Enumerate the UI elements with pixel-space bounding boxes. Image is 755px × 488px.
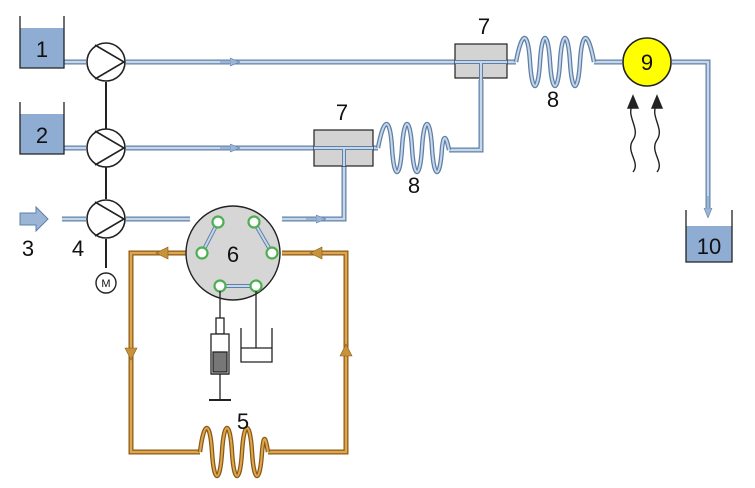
- radiation-arrows-icon: [626, 94, 664, 173]
- reservoir-2: 2: [19, 102, 65, 155]
- waste-container-10: 10: [685, 210, 733, 263]
- coil-8-mid-label: 8: [408, 173, 420, 198]
- inlet-arrow: [19, 205, 49, 233]
- sample-loop-5: [124, 246, 353, 478]
- pump-4-label: 4: [72, 236, 84, 261]
- reservoir-1: 1: [19, 16, 65, 69]
- detector-9-label: 9: [641, 50, 653, 75]
- mixer-7-top-label: 7: [478, 14, 490, 39]
- inlet-3-label: 3: [22, 236, 34, 261]
- reservoir-1-label: 1: [36, 37, 48, 62]
- detector-9: 9: [622, 37, 672, 87]
- mixer-7-mid: [313, 129, 374, 167]
- loop-5-label: 5: [237, 409, 249, 434]
- pump-head-3: [86, 199, 126, 239]
- pump-head-2: [86, 128, 126, 168]
- valve-6-label: 6: [227, 242, 239, 267]
- motor-icon: M: [95, 272, 117, 294]
- reservoir-2-label: 2: [36, 123, 48, 148]
- coil-8-top-label: 8: [547, 87, 559, 112]
- mixer-7-top: [454, 43, 508, 80]
- pump-head-1: [86, 42, 126, 82]
- injection-valve-6: 6: [185, 205, 281, 301]
- pump-assembly: M: [86, 42, 126, 294]
- waste-10-label: 10: [697, 234, 721, 259]
- valve-waste-beaker: [240, 291, 273, 363]
- syringe: [209, 291, 231, 401]
- mixer-7-mid-label: 7: [336, 100, 348, 125]
- blue-tubing: [62, 36, 708, 219]
- motor-label: M: [101, 278, 110, 290]
